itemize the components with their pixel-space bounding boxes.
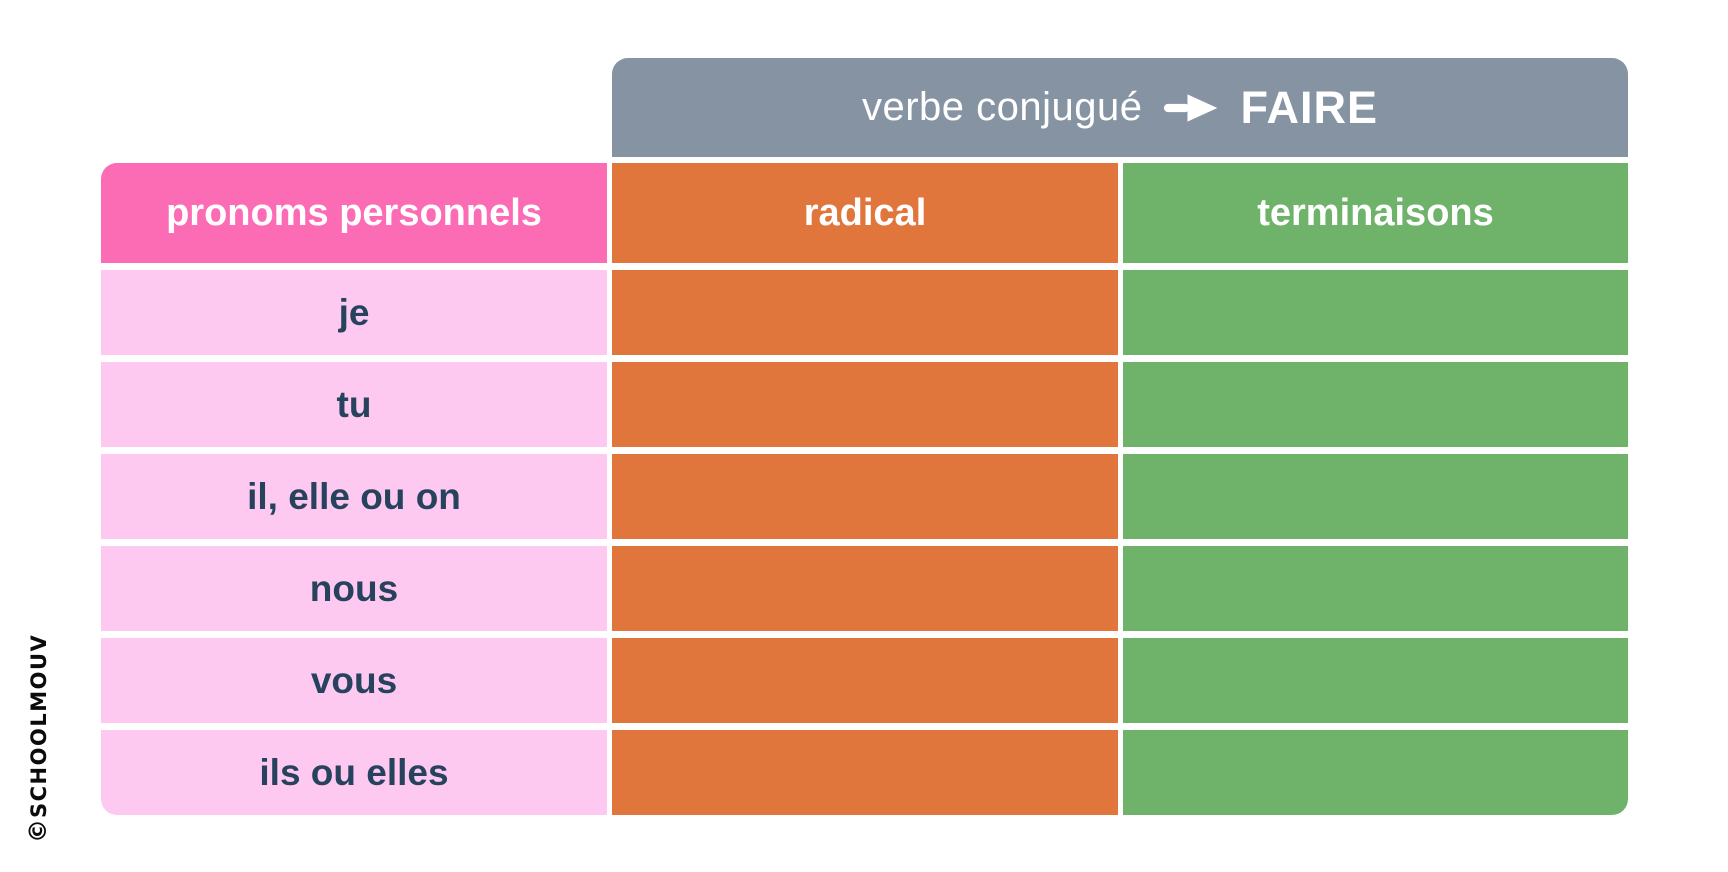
terminaison-cell-il-elle-on (1123, 454, 1628, 539)
terminaison-cell-tu (1123, 362, 1628, 447)
banner-label: verbe conjugué (861, 85, 1143, 129)
radical-cell-nous (612, 546, 1118, 631)
verb-banner: verbe conjugué FAIRE (612, 58, 1628, 157)
banner-verb: FAIRE (1240, 81, 1379, 133)
pronoun-cell-nous: nous (101, 546, 607, 631)
conjugation-table: pronoms personnels radical terminaisons … (101, 163, 1628, 815)
terminaison-cell-nous (1123, 546, 1628, 631)
radical-cell-vous (612, 638, 1118, 723)
radical-cell-ils-elles (612, 730, 1118, 815)
pronoun-cell-ils-elles: ils ou elles (101, 730, 607, 815)
terminaison-cell-vous (1123, 638, 1628, 723)
pronoun-cell-je: je (101, 270, 607, 355)
pronoun-cell-vous: vous (101, 638, 607, 723)
pronoun-cell-il-elle-on: il, elle ou on (101, 454, 607, 539)
column-header-pronouns: pronoms personnels (101, 163, 607, 263)
right-arrow-icon (1163, 91, 1221, 125)
terminaison-cell-ils-elles (1123, 730, 1628, 815)
pronoun-cell-tu: tu (101, 362, 607, 447)
radical-cell-je (612, 270, 1118, 355)
column-header-terminaisons: terminaisons (1123, 163, 1628, 263)
watermark-text: SCHOOLMOUV (27, 633, 51, 818)
copyright-icon: © (24, 818, 52, 843)
radical-cell-il-elle-on (612, 454, 1118, 539)
terminaison-cell-je (1123, 270, 1628, 355)
schoolmouv-watermark: ©SCHOOLMOUV (24, 634, 52, 843)
radical-cell-tu (612, 362, 1118, 447)
column-header-radical: radical (612, 163, 1118, 263)
